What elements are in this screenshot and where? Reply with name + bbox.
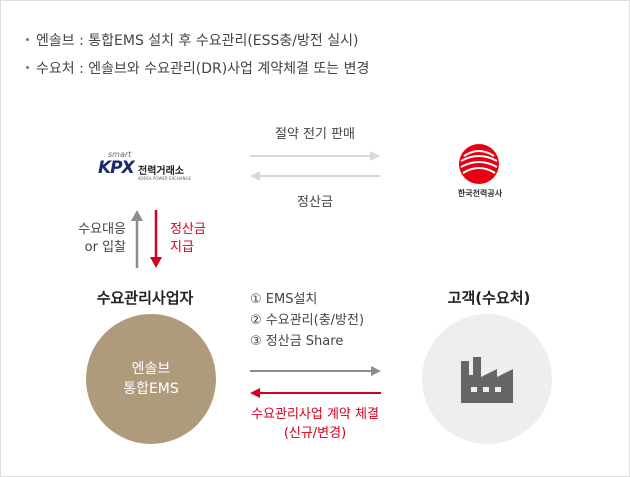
customer-title: 고객(수요처): [447, 289, 531, 307]
sell-label: 절약 전기 판매: [274, 127, 356, 142]
service-item: ② 수요관리(충/방전): [250, 313, 365, 328]
response-label-line1: 수요대응: [78, 222, 126, 237]
customer-circle: [422, 314, 552, 444]
factory-icon: [461, 357, 513, 403]
bullet-dot: [26, 37, 29, 41]
kepco-emblem-icon: [459, 144, 499, 184]
kepco-logo: 한국전력공사: [452, 142, 516, 200]
arrow-left-light: [250, 171, 380, 181]
arrow-right-gray: [250, 366, 381, 376]
arrow-left-red: [250, 388, 381, 398]
payment-label-line2: 지급: [170, 240, 194, 255]
services-list: ① EMS설치 ② 수요관리(충/방전) ③ 정산금 Share: [250, 289, 364, 352]
bullet-item: 수요처 : 엔솔브와 수요관리(DR)사업 계약체결 또는 변경: [26, 58, 369, 78]
response-label: 수요대응 or 입찰: [56, 221, 126, 257]
kepco-logo-korean: 한국전력공사: [457, 189, 503, 198]
arrow-down-red: [150, 210, 162, 268]
operator-title: 수요관리사업자: [96, 289, 194, 307]
operator-circle-line2: 통합EMS: [123, 381, 179, 397]
bullet-text: 수요처 : 엔솔브와 수요관리(DR)사업 계약체결 또는 변경: [36, 61, 370, 77]
kpx-logo-smart: smart: [108, 150, 132, 159]
contract-label-line2: (신규/변경): [283, 426, 347, 441]
operator-circle: 엔솔브 통합EMS: [86, 314, 216, 444]
service-item: ③ 정산금 Share: [250, 334, 344, 349]
kpx-logo-korean: 전력거래소: [138, 166, 184, 177]
arrow-up-gray: [131, 210, 143, 268]
bullet-text: 엔솔브 : 통합EMS 설치 후 수요관리(ESS충/방전 실시): [36, 33, 359, 49]
kpx-logo-mark: KPX: [98, 158, 135, 178]
kpx-logo: smart KPX 전력거래소 KOREA POWER EXCHANGE: [94, 150, 206, 190]
kpx-logo-english: KOREA POWER EXCHANGE: [138, 176, 192, 181]
payment-label: 정산금 지급: [170, 221, 230, 257]
response-label-line2: or 입찰: [84, 240, 126, 255]
operator-circle-line1: 엔솔브: [131, 361, 171, 377]
contract-label: 수요관리사업 계약 체결 (신규/변경): [225, 405, 405, 443]
payment-label-line1: 정산금: [170, 222, 206, 237]
settle-label: 정산금: [297, 195, 333, 210]
arrow-right-light: [250, 151, 380, 161]
bullet-dot: [26, 65, 29, 69]
contract-label-line1: 수요관리사업 계약 체결: [251, 407, 379, 422]
bullet-item: 엔솔브 : 통합EMS 설치 후 수요관리(ESS충/방전 실시): [26, 30, 358, 50]
service-item: ① EMS설치: [250, 292, 318, 307]
